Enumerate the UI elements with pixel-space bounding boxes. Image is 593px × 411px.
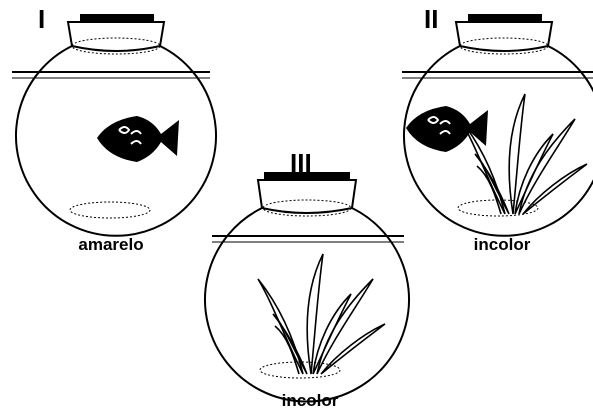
jar-3: III incolor — [205, 148, 409, 410]
jar-2: II incolor — [402, 4, 593, 254]
jar-2-neck — [456, 22, 552, 51]
plant-icon — [460, 94, 587, 214]
jar-1-cap — [80, 14, 154, 21]
jar-1: I amarelo — [12, 4, 216, 254]
jar-2-cap — [468, 14, 542, 21]
jar-3-color-label: incolor — [282, 391, 339, 410]
fish-icon — [406, 106, 488, 152]
jar-1-color-label: amarelo — [78, 235, 143, 254]
jar-2-color-label: incolor — [474, 235, 531, 254]
jar-1-neck — [68, 22, 164, 51]
plant-icon — [258, 254, 385, 374]
jar-3-neck — [258, 180, 356, 213]
jar-1-numeral: I — [38, 4, 45, 34]
jar-3-numeral: III — [290, 148, 312, 178]
fish-icon — [97, 116, 179, 162]
jar-2-numeral: II — [424, 4, 438, 34]
